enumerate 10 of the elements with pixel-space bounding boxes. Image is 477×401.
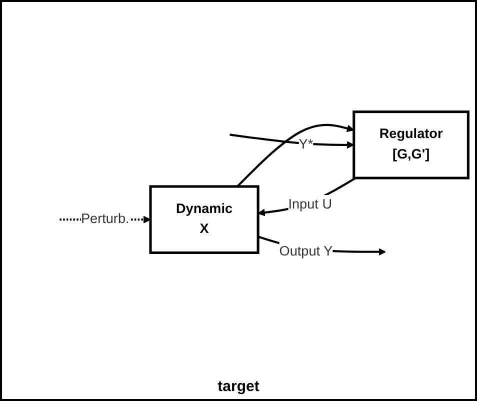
edge-label: Y* (298, 137, 314, 152)
edge-label: Output Y (279, 244, 333, 258)
node-box: Dynamic X (149, 185, 260, 254)
arrow (258, 176, 356, 216)
arrow (230, 133, 354, 148)
edge-label: Perturb. (80, 212, 130, 226)
note-text: target (218, 378, 260, 395)
arrow (236, 124, 354, 188)
node-box: Regulator [G,G'] (352, 110, 470, 180)
edge-label: Input U (288, 197, 332, 212)
